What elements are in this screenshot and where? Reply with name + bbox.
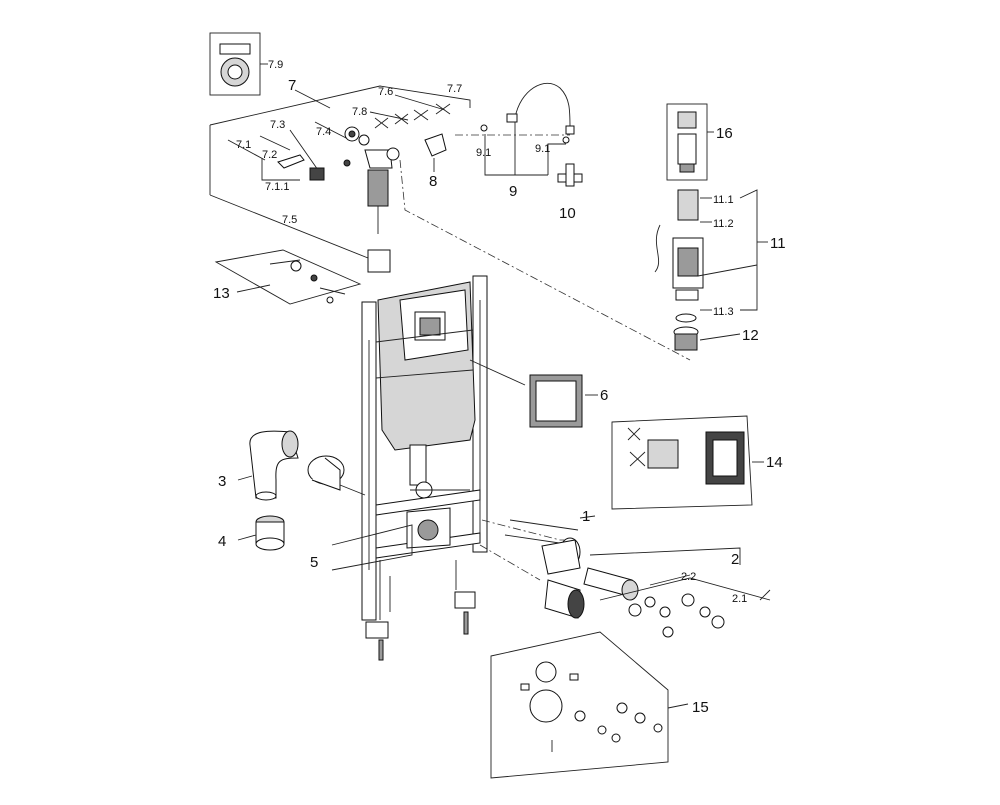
label-7-6: 7.6 (378, 86, 393, 98)
label-11-3: 11.3 (713, 306, 734, 318)
label-14: 14 (766, 454, 783, 471)
label-10: 10 (559, 205, 576, 222)
label-7-7: 7.7 (447, 83, 462, 95)
label-7: 7 (288, 77, 296, 94)
label-12: 12 (742, 327, 759, 344)
part-12-outlet (673, 326, 741, 351)
label-4: 4 (218, 533, 226, 550)
part-1-rods (481, 515, 596, 575)
part-13-panel (214, 249, 362, 305)
label-11-1: 11.1 (713, 194, 734, 206)
part-14-panel (611, 415, 764, 510)
label-7-3: 7.3 (270, 119, 285, 131)
label-15: 15 (692, 699, 709, 716)
part-3-elbow (237, 430, 299, 501)
connector-tube (307, 455, 366, 496)
label-11-2: 11.2 (713, 218, 734, 230)
part-15-insulation-mat (490, 631, 689, 779)
label-2-1: 2.1 (732, 593, 747, 605)
label-7-5: 7.5 (282, 214, 297, 226)
label-7-9: 7.9 (268, 59, 283, 71)
label-13: 13 (213, 285, 230, 302)
part-7-fill-valve (277, 126, 400, 273)
label-9-1a: 9.1 (476, 147, 491, 159)
label-7-2: 7.2 (262, 149, 277, 161)
fill-valve-panel (209, 85, 471, 259)
label-9: 9 (509, 183, 517, 200)
part-5-frame (361, 275, 488, 661)
part-6-inspection-box (469, 359, 598, 428)
part-10-t-piece (557, 163, 583, 187)
part-8-clip (424, 133, 447, 172)
label-16: 16 (716, 125, 733, 142)
part-4-sleeve (237, 515, 285, 551)
label-1: 1 (582, 508, 590, 525)
label-8: 8 (429, 173, 437, 190)
part-9-hose (480, 82, 575, 176)
part-2-pipe-set (479, 544, 771, 638)
label-7-8: 7.8 (352, 106, 367, 118)
label-3: 3 (218, 473, 226, 490)
label-11: 11 (770, 235, 786, 252)
label-2: 2 (731, 551, 739, 568)
label-7-1: 7.1 (236, 139, 251, 151)
label-7-1-1: 7.1.1 (265, 181, 289, 193)
part-7-6-brackets (374, 103, 451, 129)
label-9-1b: 9.1 (535, 143, 550, 155)
label-2-2: 2.2 (681, 571, 696, 583)
part-11-flush-valve (654, 189, 768, 323)
part-16-box (666, 103, 714, 181)
label-5: 5 (310, 554, 318, 571)
part-7-9-inset (209, 32, 268, 96)
label-7-4: 7.4 (316, 126, 331, 138)
label-6: 6 (600, 387, 608, 404)
